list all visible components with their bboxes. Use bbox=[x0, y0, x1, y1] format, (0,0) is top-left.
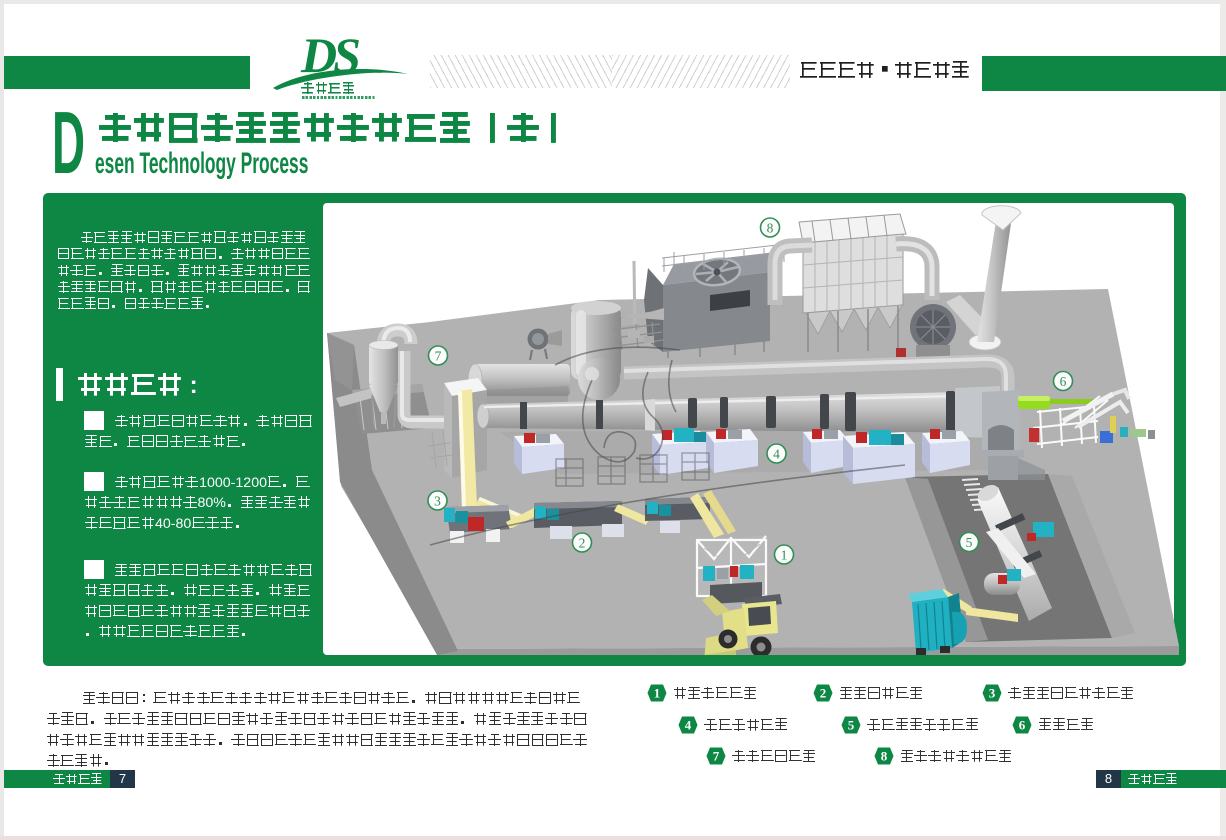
svg-text:4: 4 bbox=[685, 717, 692, 732]
svg-text:3: 3 bbox=[989, 686, 996, 701]
svg-text:5: 5 bbox=[848, 717, 855, 732]
svg-text:2: 2 bbox=[820, 686, 827, 701]
svg-text:2: 2 bbox=[579, 536, 586, 551]
svg-text:8: 8 bbox=[767, 221, 774, 236]
svg-text:4: 4 bbox=[773, 447, 780, 462]
svg-text:5: 5 bbox=[966, 535, 973, 550]
svg-text:7: 7 bbox=[713, 749, 720, 764]
svg-text:6: 6 bbox=[1060, 374, 1067, 389]
svg-text:3: 3 bbox=[434, 494, 441, 509]
svg-text:6: 6 bbox=[1019, 717, 1026, 732]
svg-text:8: 8 bbox=[881, 749, 888, 764]
svg-text:1: 1 bbox=[781, 548, 788, 563]
svg-text:7: 7 bbox=[435, 349, 442, 364]
svg-text:1: 1 bbox=[654, 686, 661, 701]
